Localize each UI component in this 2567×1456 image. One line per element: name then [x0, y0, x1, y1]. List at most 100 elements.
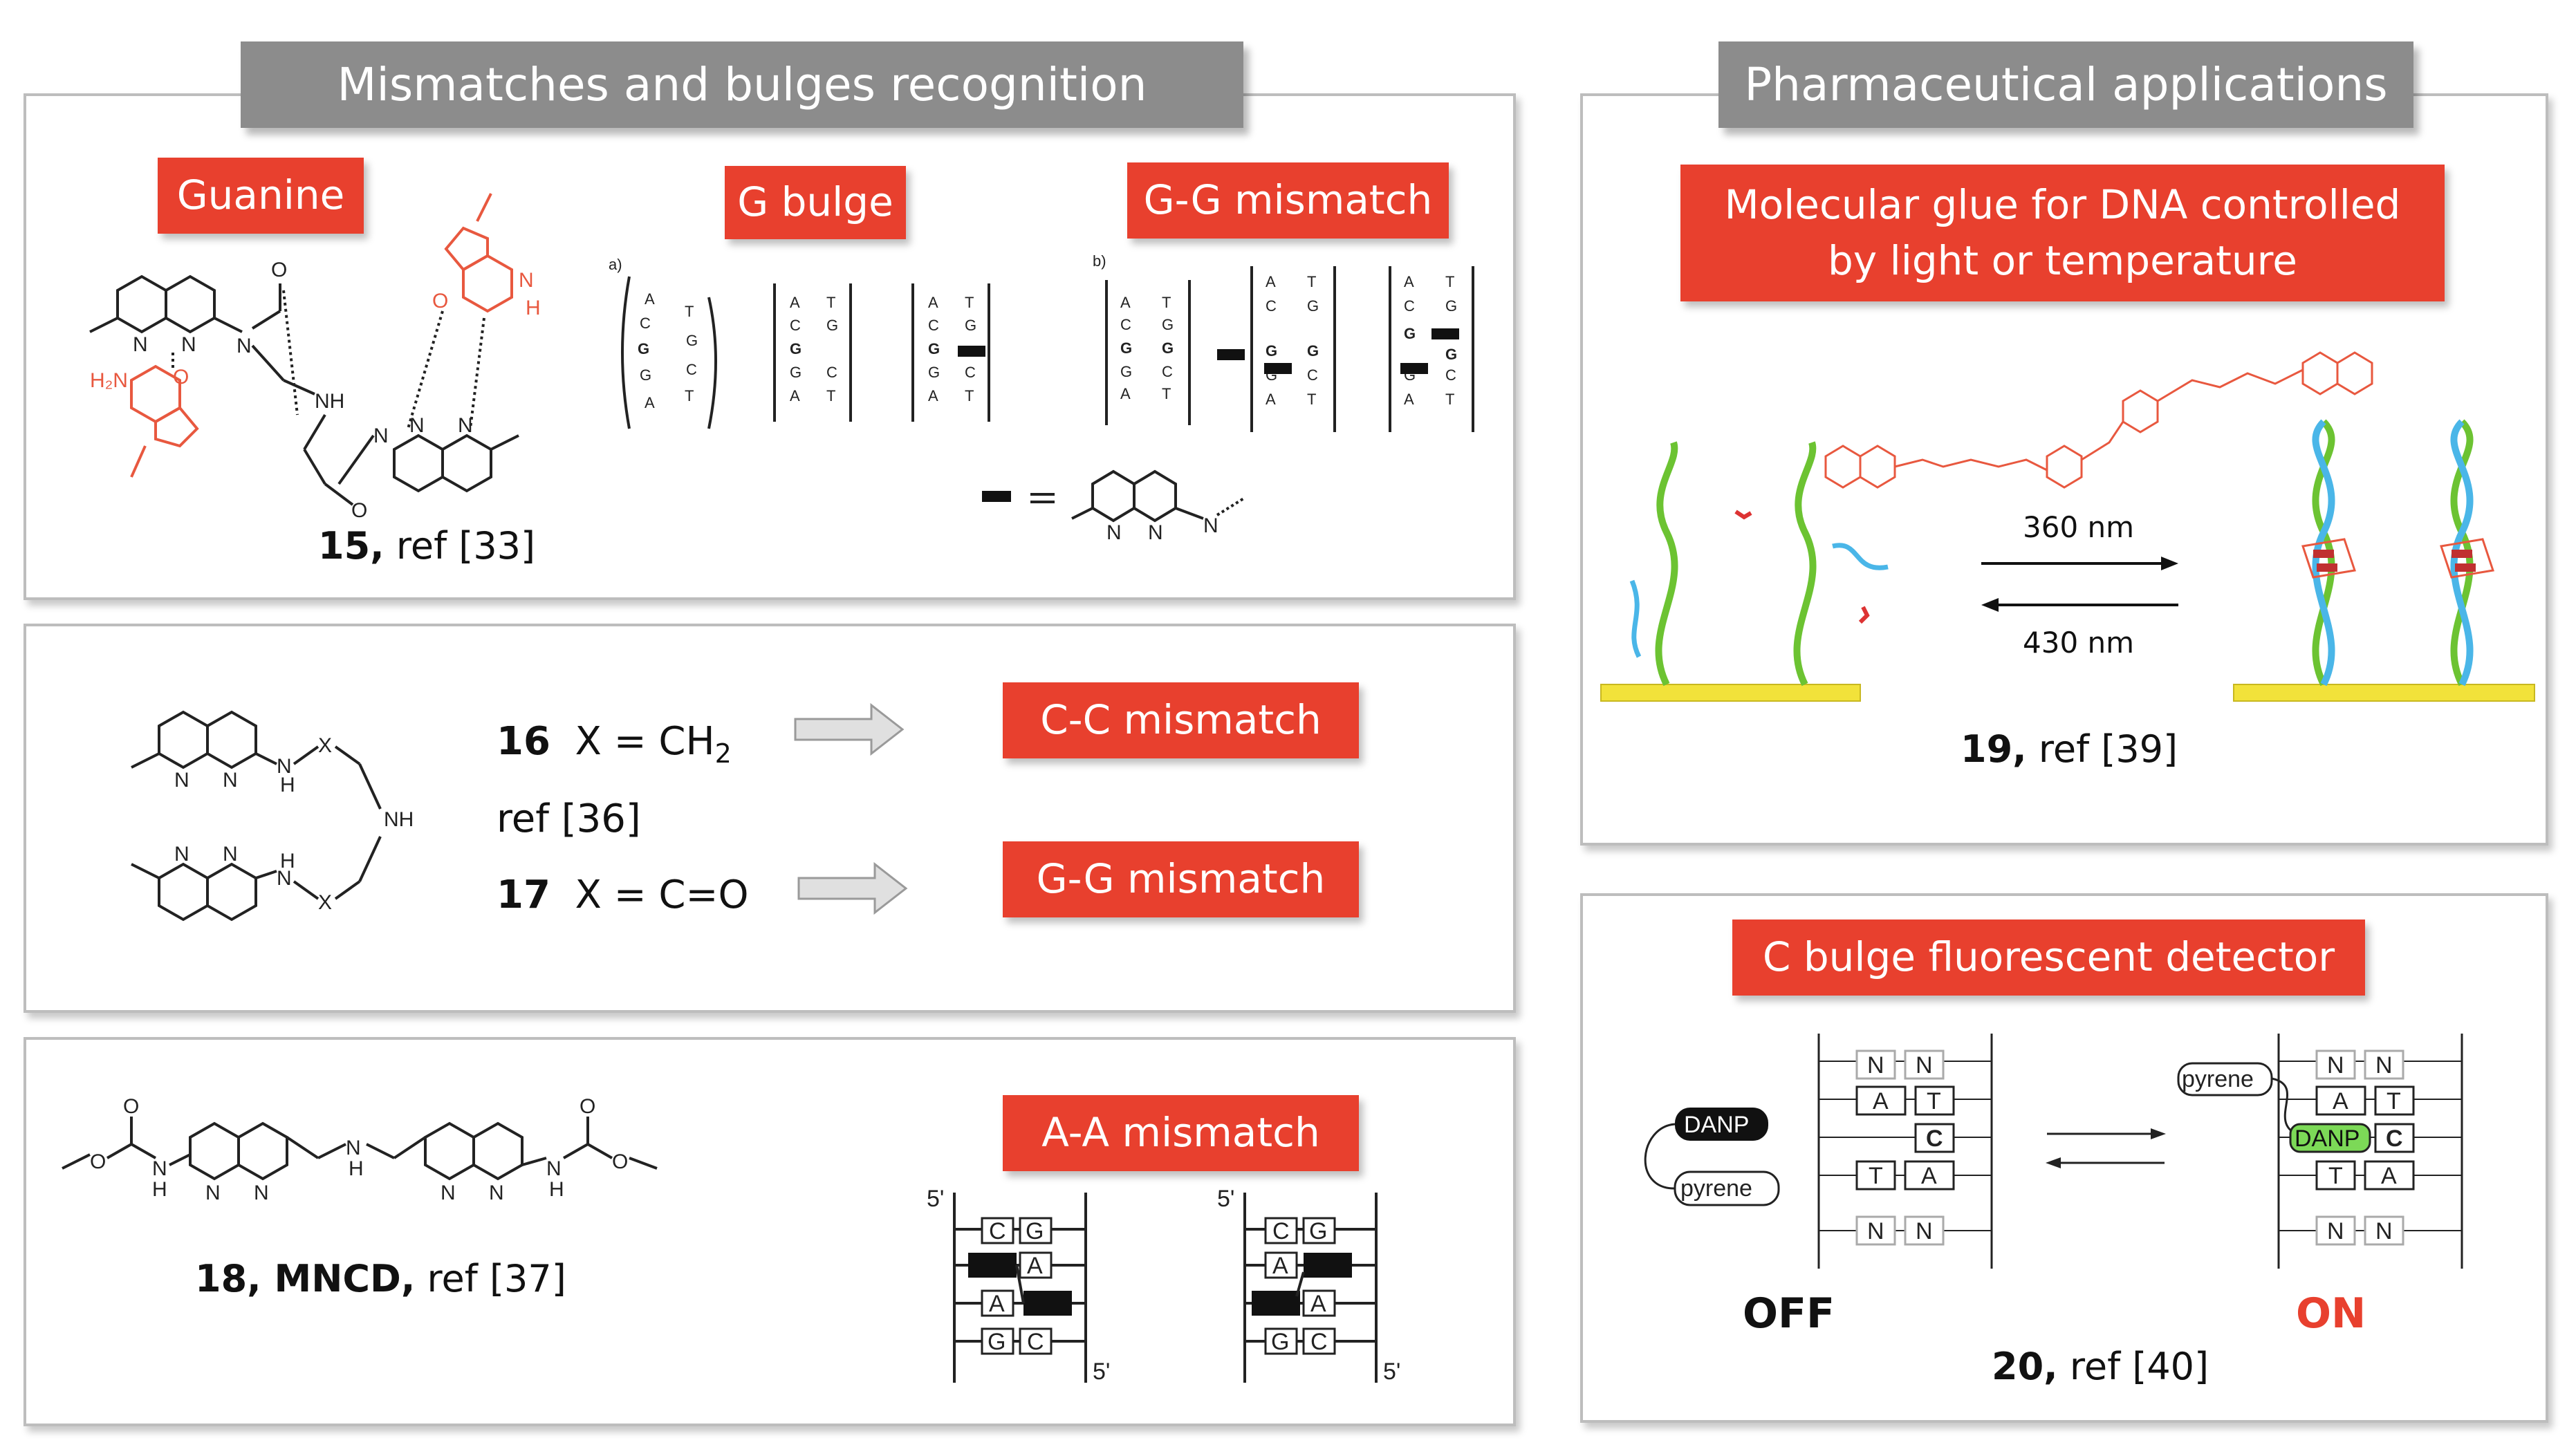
- svg-text:N: N: [458, 414, 473, 437]
- pharma-section-header: Pharmaceutical applications: [1718, 41, 2413, 128]
- svg-text:G: G: [1120, 339, 1132, 357]
- svg-text:H: H: [280, 850, 295, 872]
- molecular-glue-label: Molecular glue for DNA controlled by lig…: [1680, 165, 2445, 301]
- svg-text:C: C: [826, 364, 837, 381]
- on-state-label: ON: [2296, 1289, 2366, 1338]
- n-base-l2: N: [1916, 1052, 1933, 1079]
- t-base-l1: T: [1927, 1088, 1941, 1114]
- compound-16-subscript: 2: [714, 738, 732, 769]
- svg-text:T: T: [1445, 273, 1454, 290]
- svg-text:N: N: [277, 867, 292, 890]
- compound-17-text: 17 X = C=O: [497, 872, 749, 917]
- svg-text:A: A: [1266, 273, 1276, 290]
- svg-text:N: N: [152, 1157, 167, 1180]
- five-prime-bottom-1: 5': [1093, 1359, 1110, 1385]
- c-base-right: C: [2386, 1126, 2403, 1152]
- svg-text:G: G: [638, 340, 649, 357]
- svg-text:A: A: [645, 394, 655, 411]
- svg-text:O: O: [90, 1150, 106, 1173]
- sub-a-label: a): [609, 256, 622, 273]
- compound-20-caption: 20, ref [40]: [1992, 1345, 2209, 1388]
- svg-text:C: C: [989, 1218, 1006, 1244]
- svg-text:C: C: [686, 361, 697, 378]
- svg-text:G: G: [686, 332, 698, 349]
- svg-text:C: C: [1027, 1329, 1044, 1355]
- svg-text:H: H: [526, 297, 541, 319]
- off-state-label: OFF: [1743, 1289, 1835, 1338]
- arrow-to-cc: [794, 702, 905, 756]
- svg-text:T: T: [826, 387, 835, 404]
- svg-text:G: G: [1309, 1218, 1327, 1244]
- svg-text:G: G: [640, 366, 651, 384]
- compound-18-caption: 18, MNCD, ref [37]: [195, 1257, 566, 1300]
- svg-text:G: G: [1445, 346, 1457, 363]
- svg-text:N: N: [373, 424, 389, 447]
- n-base-l3: N: [1867, 1218, 1884, 1244]
- c-base-left: C: [1926, 1126, 1943, 1152]
- cc-mismatch-label: C-C mismatch: [1003, 682, 1359, 758]
- svg-text:T: T: [965, 294, 974, 311]
- forward-wavelength: 360 nm: [2023, 510, 2135, 544]
- svg-text:A: A: [1404, 273, 1414, 290]
- svg-text:G: G: [826, 317, 838, 334]
- svg-text:G: G: [1120, 363, 1132, 380]
- compound-17-x: X = C=O: [575, 872, 749, 917]
- svg-text:N: N: [1106, 521, 1122, 544]
- svg-text:N: N: [133, 333, 148, 356]
- svg-text:T: T: [1307, 273, 1316, 290]
- t-base-r1: T: [2387, 1088, 2401, 1114]
- svg-text:N: N: [441, 1182, 456, 1204]
- svg-text:C: C: [1445, 366, 1456, 384]
- compound-17-number: 17: [497, 872, 550, 917]
- gg-mismatch-label: G-G mismatch: [1127, 162, 1449, 239]
- svg-text:N: N: [181, 333, 196, 356]
- svg-text:O: O: [432, 290, 448, 312]
- svg-text:T: T: [1307, 391, 1316, 408]
- compound-18-ref: ref [37]: [415, 1257, 566, 1300]
- svg-text:N: N: [277, 755, 292, 778]
- svg-text:A: A: [1266, 391, 1276, 408]
- svg-text:C: C: [1266, 297, 1277, 315]
- a-base-l2: A: [1921, 1163, 1937, 1189]
- svg-text:A: A: [1272, 1253, 1288, 1279]
- svg-text:X: X: [318, 891, 332, 914]
- compound-18-number: 18, MNCD,: [195, 1257, 416, 1300]
- n-base-r3: N: [2327, 1218, 2344, 1244]
- svg-text:X: X: [318, 734, 332, 757]
- compound-15-ref: ref [33]: [384, 524, 536, 568]
- compound-15-caption: 15, ref [33]: [318, 524, 535, 568]
- svg-text:G: G: [965, 317, 976, 334]
- svg-text:T: T: [685, 303, 694, 320]
- compound-16-number: 16: [497, 719, 550, 764]
- compound-20-number: 20,: [1992, 1345, 2058, 1388]
- backward-wavelength: 430 nm: [2023, 626, 2135, 660]
- n-base-r1: N: [2327, 1052, 2344, 1079]
- svg-text:T: T: [965, 387, 974, 404]
- t-base-r2: T: [2328, 1163, 2343, 1189]
- svg-text:G: G: [1266, 342, 1277, 360]
- svg-text:H: H: [280, 774, 295, 796]
- guanine-label: Guanine: [158, 158, 364, 234]
- svg-text:N: N: [519, 269, 534, 292]
- gg-mismatch-label-2: G-G mismatch: [1003, 841, 1359, 917]
- svg-text:N: N: [409, 414, 425, 437]
- svg-text:C: C: [790, 317, 801, 334]
- svg-text:G: G: [928, 340, 940, 357]
- a-base-r2: A: [2381, 1163, 2397, 1189]
- compound-19-number: 19,: [1961, 727, 2027, 771]
- danp-label-left: DANP: [1684, 1112, 1749, 1138]
- sub-b-label: b): [1093, 252, 1106, 270]
- svg-text:C: C: [1307, 366, 1318, 384]
- svg-text:T: T: [1162, 294, 1171, 311]
- svg-text:O: O: [580, 1095, 595, 1118]
- compound-20-ref: ref [40]: [2057, 1345, 2209, 1388]
- svg-text:O: O: [173, 366, 189, 389]
- svg-text:C: C: [1310, 1329, 1328, 1355]
- svg-text:G: G: [1162, 316, 1174, 333]
- t-base-l2: T: [1869, 1163, 1883, 1189]
